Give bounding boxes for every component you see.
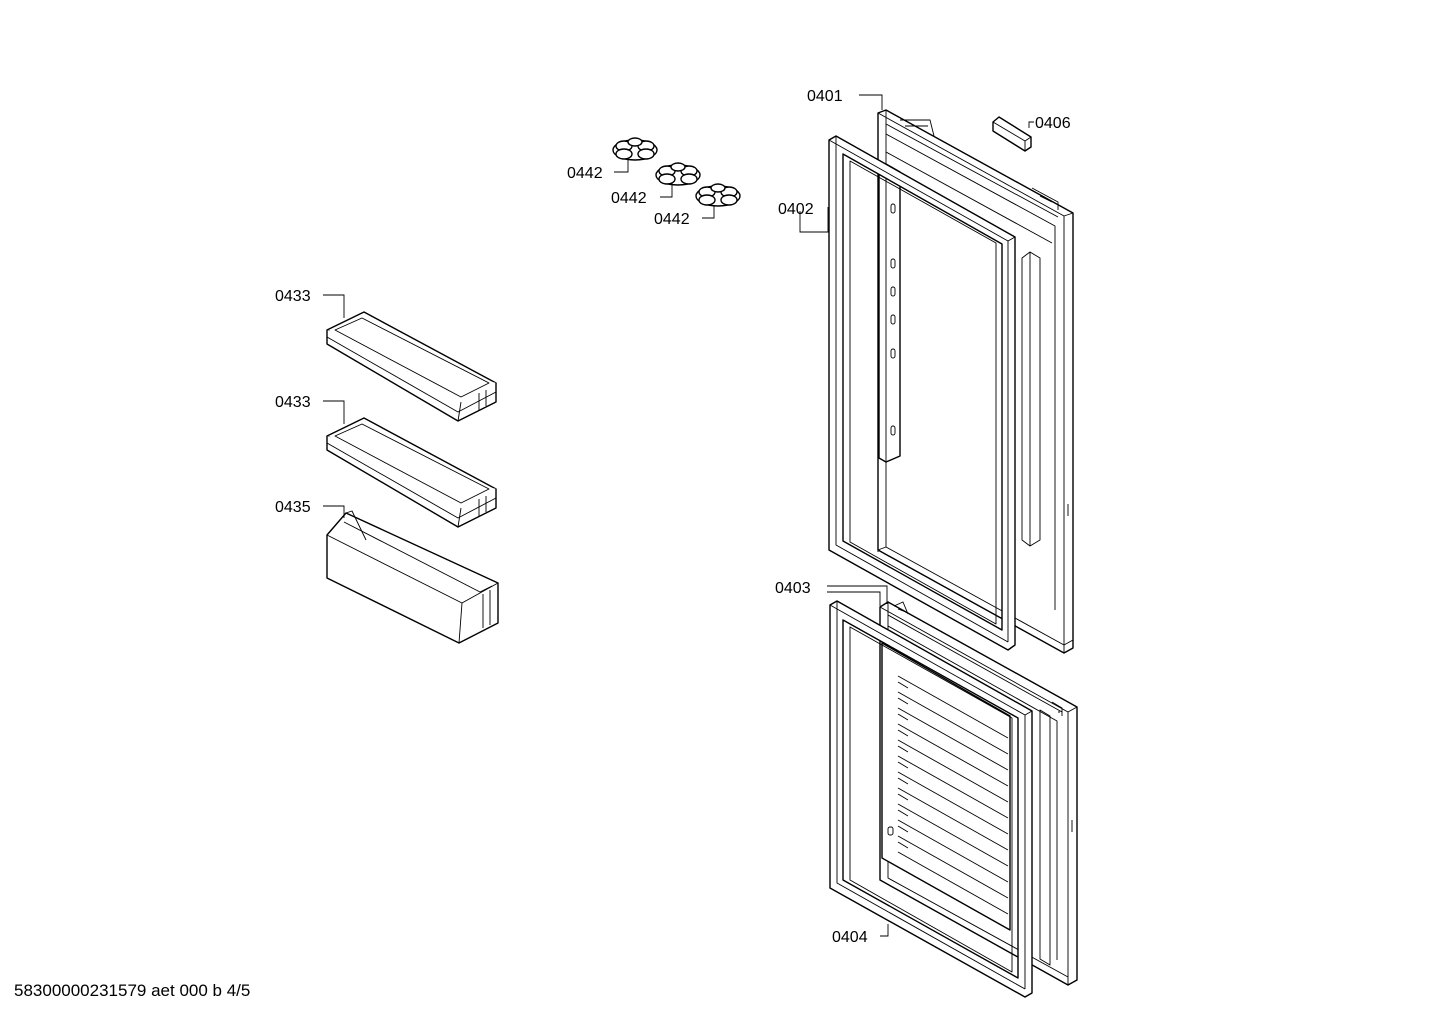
- document-footer: 58300000231579 aet 000 b 4/5: [14, 981, 251, 1000]
- label-0442-c: 0442: [654, 211, 690, 228]
- upper-door-0401: [877, 109, 1074, 654]
- bottle-shelf-0435: [326, 510, 499, 644]
- label-0442-a: 0442: [567, 165, 603, 182]
- label-0435: 0435: [275, 499, 311, 516]
- handle-0406: [992, 116, 1032, 152]
- label-0404: 0404: [832, 929, 868, 946]
- label-0433-top: 0433: [275, 288, 311, 305]
- label-0442-b: 0442: [611, 190, 647, 207]
- label-0403: 0403: [775, 580, 811, 597]
- hinge-strip: [878, 163, 901, 463]
- door-shelf-0433-middle: [326, 417, 497, 528]
- label-0401: 0401: [807, 88, 843, 105]
- egg-tray-0442-b: [655, 162, 701, 186]
- lower-inner-panel: [881, 642, 1011, 931]
- egg-tray-0442-c: [695, 183, 741, 207]
- label-0406: 0406: [1035, 115, 1071, 132]
- part-labels: 0401 0406 0402 0403 0404 0433 0433 0435 …: [275, 88, 1071, 946]
- upper-gasket-0402: [828, 135, 1016, 651]
- label-0433-middle: 0433: [275, 394, 311, 411]
- egg-tray-0442-a: [612, 137, 658, 161]
- lower-gasket-0404: [829, 600, 1033, 998]
- leader-lines: [323, 94, 1034, 937]
- label-0402: 0402: [778, 201, 814, 218]
- door-shelf-0433-top: [326, 311, 497, 422]
